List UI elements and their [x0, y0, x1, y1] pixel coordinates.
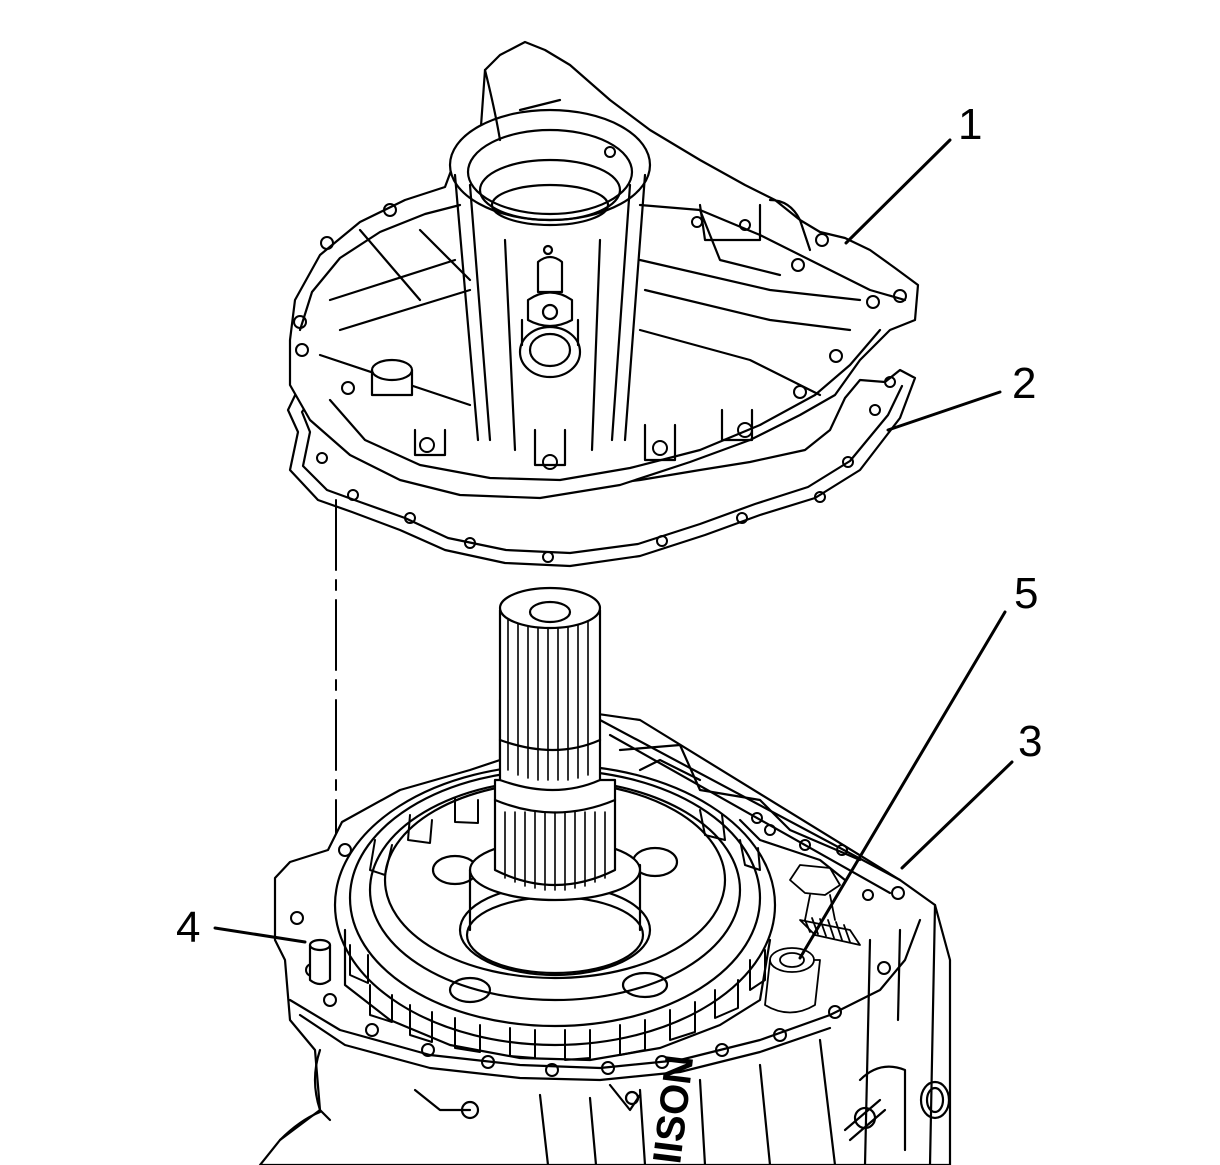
callout-3: 3: [1018, 717, 1043, 766]
leader-line-5: [800, 612, 1005, 958]
callout-4: 4: [176, 903, 201, 952]
callout-1: 1: [958, 100, 983, 149]
callout-2: 2: [1012, 359, 1037, 408]
leader-line-3: [902, 762, 1012, 868]
leader-line-2: [888, 392, 1000, 430]
callout-5: 5: [1014, 569, 1039, 618]
leader-line-1: [846, 140, 950, 243]
leader-line-4: [215, 928, 305, 942]
clutch-assembly: [335, 588, 775, 1060]
transmission-housing: [290, 42, 918, 498]
spring-detail: [765, 865, 860, 1013]
dowel-pin: [310, 940, 330, 984]
